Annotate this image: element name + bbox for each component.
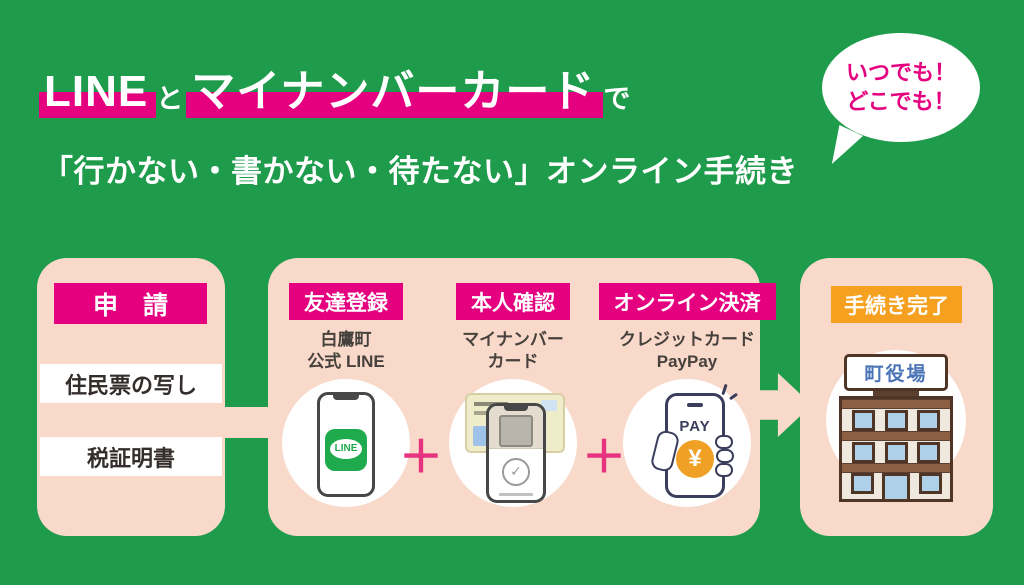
step-header-badge: 友達登録: [289, 283, 403, 320]
magenta-highlight-bar: [186, 92, 604, 118]
steps-panel: 友達登録 白鷹町 公式 LINE LINE ＋ 本人確認 マイナンバー カード: [268, 258, 776, 536]
building-body: [839, 396, 953, 502]
pay-label: PAY: [679, 418, 711, 435]
phone-notch: [333, 394, 359, 400]
title-particle-de: で: [603, 84, 631, 114]
subtitle: 「行かない・書かない・待たない」オンライン手続き: [42, 154, 798, 189]
plus-icon: ＋: [582, 433, 626, 482]
building-band: [842, 399, 950, 409]
apply-item-tax-certificate: 税証明書: [40, 437, 222, 476]
scan-viewport: [489, 406, 543, 449]
step-online-payment: オンライン決済 クレジットカード PayPay PAY ¥: [598, 258, 776, 536]
result-panel: 手続き完了 町役場: [800, 258, 993, 536]
line-app-phone-icon: LINE: [317, 392, 375, 497]
step-icon-circle: PAY ¥: [623, 379, 751, 507]
title-highlight-line: LINE: [39, 67, 157, 118]
flow-connector-bar: [218, 407, 274, 438]
step-description: 白鷹町 公式 LINE: [307, 329, 384, 375]
hand-finger: [715, 463, 733, 477]
sparkle-icon: [721, 383, 728, 396]
step-desc-line-2: 公式 LINE: [307, 352, 385, 372]
magenta-highlight-bar: [39, 92, 157, 118]
step-desc-line-1: クレジットカード: [619, 330, 755, 349]
sign-post: [873, 391, 919, 396]
door: [882, 473, 910, 499]
window: [884, 441, 908, 463]
hand-finger: [716, 449, 734, 463]
step-desc-line-1: 白鷹町: [320, 330, 372, 349]
step-description: クレジットカード PayPay: [619, 329, 755, 375]
tiny-caption-bar: [499, 493, 533, 496]
line-logo-bubble: LINE: [330, 439, 362, 459]
speech-bubble: いつでも！ どこでも！: [822, 33, 980, 142]
building-ground-floor: [842, 473, 950, 499]
window: [917, 441, 941, 463]
step-desc-line-1: マイナンバー: [462, 330, 564, 349]
result-icon-circle: 町役場: [826, 350, 966, 502]
apply-panel: 申 請 住民票の写し 税証明書: [37, 258, 225, 536]
hand-finger: [715, 435, 733, 449]
building-floor: [842, 441, 950, 463]
title-word-mynumber: マイナンバーカード: [191, 67, 596, 116]
step-description: マイナンバー カード: [462, 329, 564, 375]
window: [917, 409, 941, 431]
sparkle-icon: [728, 392, 739, 401]
speech-bubble-text: いつでも！ どこでも！: [822, 33, 980, 142]
title-highlight-mynumber: マイナンバーカード: [186, 67, 604, 118]
window: [918, 473, 942, 494]
window: [850, 473, 874, 494]
building-band: [842, 431, 950, 441]
window: [851, 409, 875, 431]
step-friend-registration: 友達登録 白鷹町 公式 LINE LINE: [261, 258, 431, 536]
step-icon-circle: LINE: [282, 379, 410, 507]
scanned-card-preview: [499, 415, 533, 447]
apply-header-badge: 申 請: [54, 283, 207, 324]
line-app-icon: LINE: [325, 429, 367, 471]
town-hall-sign: 町役場: [844, 354, 948, 391]
card-chip: [541, 400, 557, 411]
title-particle-to: と: [156, 84, 184, 114]
title-word-line: LINE: [44, 67, 149, 116]
bubble-line-1: いつでも！: [845, 59, 956, 85]
step-desc-line-2: カード: [487, 352, 539, 372]
result-header-badge: 手続き完了: [831, 286, 962, 323]
apply-item-resident-copy: 住民票の写し: [40, 364, 222, 403]
bubble-line-2: どこでも！: [846, 89, 956, 114]
window: [851, 441, 875, 463]
check-icon: ✓: [502, 458, 530, 486]
main-title: LINE と マイナンバーカード で: [39, 67, 638, 118]
building-band: [842, 463, 950, 473]
step-desc-line-2: PayPay: [656, 352, 718, 372]
phone-speaker: [687, 403, 703, 407]
town-hall-icon: 町役場: [839, 354, 953, 502]
step-icon-circle: ✓: [449, 379, 577, 507]
card-photo: [473, 426, 489, 446]
window: [884, 409, 908, 431]
step-identity-verification: 本人確認 マイナンバー カード: [428, 258, 598, 536]
yen-coin-icon: ¥: [676, 440, 714, 478]
plus-icon: ＋: [399, 433, 443, 482]
scanning-phone-icon: ✓: [486, 403, 546, 503]
building-floor: [842, 409, 950, 431]
step-header-badge: 本人確認: [456, 283, 570, 320]
step-header-badge: オンライン決済: [598, 283, 776, 320]
phone-notch: [504, 406, 528, 411]
